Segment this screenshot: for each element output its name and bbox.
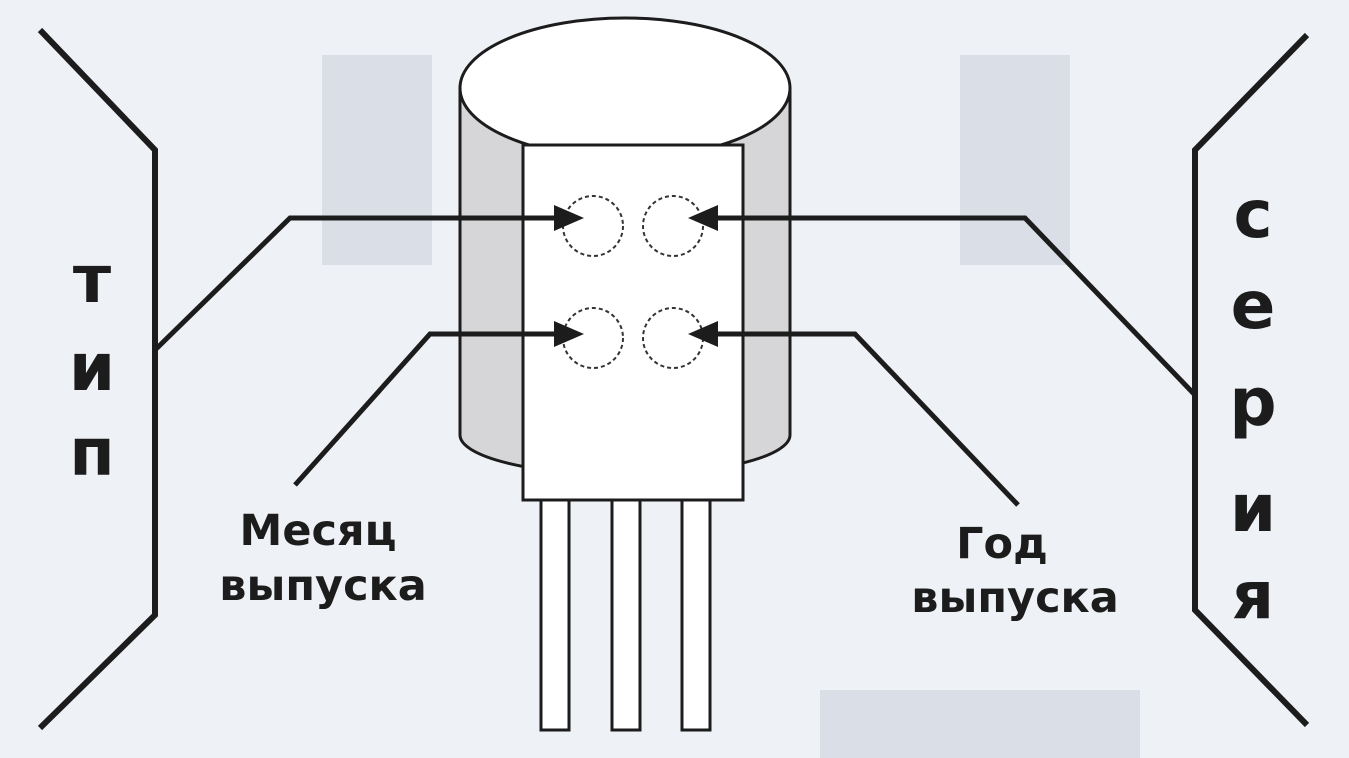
transistor-leg [539, 498, 571, 732]
transistor-leg [610, 498, 642, 732]
type-label-char: т [73, 241, 111, 318]
transistor-legs [539, 498, 712, 732]
year-caption-line2: выпуска [911, 573, 1119, 623]
series-label-char: е [1231, 267, 1276, 344]
month-caption: Месяц выпуска [219, 506, 427, 611]
series-label-char: я [1232, 557, 1274, 634]
leader-lines [153, 215, 1197, 507]
series-marking-dot [642, 195, 704, 257]
series-leader [712, 215, 1197, 397]
month-caption-line2: выпуска [219, 561, 427, 611]
year-caption: Год выпуска [911, 519, 1119, 623]
type-label-char: п [69, 414, 115, 491]
left-bracket [37, 27, 158, 731]
arrowheads [554, 205, 718, 347]
series-label-char: с [1233, 176, 1272, 253]
cylinder-top [458, 16, 792, 160]
type-label-char: и [69, 329, 115, 406]
month-caption-line1: Месяц [240, 506, 397, 556]
series-label-char: р [1229, 364, 1276, 441]
right-bracket [1192, 32, 1310, 728]
series-label-char: и [1230, 470, 1276, 547]
year-leader [712, 331, 1020, 507]
type-arrowhead [554, 205, 584, 231]
year-arrowhead [688, 321, 718, 347]
series-label: с е р и я [1229, 176, 1276, 634]
month-arrowhead [554, 321, 584, 347]
type-leader [153, 215, 560, 352]
transistor-leg [680, 498, 712, 732]
month-leader [293, 331, 560, 487]
series-arrowhead [688, 205, 718, 231]
marking-plate [521, 143, 745, 502]
year-caption-line1: Год [956, 519, 1048, 569]
type-label: т и п [69, 241, 115, 491]
